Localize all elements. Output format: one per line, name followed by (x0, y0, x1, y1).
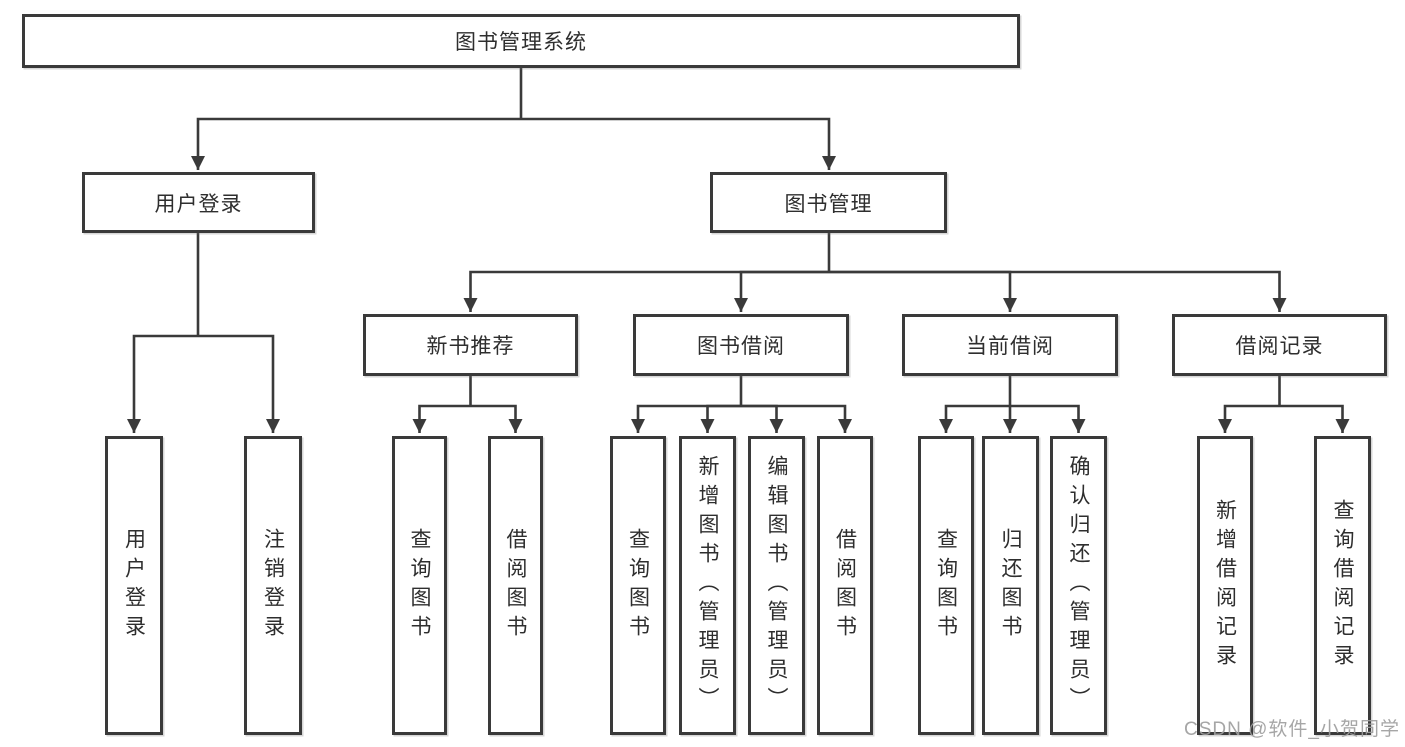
node-leaf-cb-query-book-label: 查询图书 (934, 527, 958, 644)
node-borrowing-records: 借阅记录 (1172, 314, 1387, 376)
node-leaf-br-add-record-label: 新增借阅记录 (1213, 498, 1237, 673)
connector-arrow (191, 117, 521, 170)
connector-arrow (631, 404, 741, 433)
node-leaf-bb-borrow-book: 借阅图书 (817, 436, 873, 735)
connector-arrow (463, 270, 829, 312)
connector-arrow (1010, 404, 1086, 433)
node-current-borrowing-label: 当前借阅 (966, 335, 1054, 358)
node-leaf-bb-add-book-admin-label: 新增图书（管理员） (696, 455, 719, 716)
connector-arrow (412, 404, 471, 433)
node-leaf-br-query-record: 查询借阅记录 (1314, 436, 1371, 735)
node-leaf-cb-return-book: 归还图书 (982, 436, 1039, 735)
node-leaf-bb-edit-book-admin-label: 编辑图书（管理员） (765, 455, 788, 716)
node-leaf-bb-edit-book-admin: 编辑图书（管理员） (748, 436, 805, 735)
connector-arrow (521, 117, 836, 170)
node-root-label: 图书管理系统 (455, 31, 587, 54)
node-leaf-cb-confirm-return-admin-label: 确认归还（管理员） (1067, 455, 1090, 716)
connector-arrow (470, 404, 523, 433)
node-leaf-nb-borrow-book-label: 借阅图书 (504, 527, 527, 644)
node-leaf-nb-borrow-book: 借阅图书 (488, 436, 543, 735)
connector-arrow (741, 404, 784, 433)
node-user-login: 用户登录 (82, 172, 315, 233)
connector-arrow (939, 404, 1010, 433)
node-leaf-bb-query-book-label: 查询图书 (626, 527, 650, 644)
node-leaf-user-login-label: 用户登录 (122, 527, 146, 644)
node-leaf-cb-confirm-return-admin: 确认归还（管理员） (1050, 436, 1107, 735)
node-leaf-logout-label: 注销登录 (261, 527, 285, 644)
node-book-borrowing: 图书借阅 (633, 314, 849, 376)
node-leaf-logout: 注销登录 (244, 436, 302, 735)
node-root: 图书管理系统 (22, 14, 1020, 68)
connector-arrow (1279, 404, 1350, 433)
connector-arrow (198, 334, 280, 433)
node-book-borrowing-label: 图书借阅 (697, 335, 785, 358)
node-leaf-nb-query-book-label: 查询图书 (408, 527, 431, 644)
connector-stems (196, 68, 1281, 406)
connector-arrow (1218, 404, 1280, 433)
connector-arrow (734, 270, 829, 312)
node-leaf-bb-query-book: 查询图书 (610, 436, 666, 735)
csdn-watermark: CSDN @软件_小贺同学 (1184, 719, 1400, 740)
connector-arrow (700, 404, 741, 433)
node-leaf-cb-query-book: 查询图书 (918, 436, 974, 735)
connector-arrow (127, 334, 198, 433)
connector-arrow (829, 270, 1017, 312)
node-book-management-label: 图书管理 (784, 192, 873, 216)
node-leaf-cb-return-book-label: 归还图书 (999, 527, 1022, 644)
node-leaf-user-login: 用户登录 (105, 436, 163, 735)
node-leaf-bb-borrow-book-label: 借阅图书 (833, 527, 857, 644)
node-user-login-label: 用户登录 (154, 192, 243, 216)
node-leaf-bb-add-book-admin: 新增图书（管理员） (679, 436, 736, 735)
node-current-borrowing: 当前借阅 (902, 314, 1118, 376)
node-leaf-br-add-record: 新增借阅记录 (1197, 436, 1253, 735)
node-leaf-nb-query-book: 查询图书 (392, 436, 447, 735)
node-new-book-recommend-label: 新书推荐 (426, 335, 515, 358)
node-borrowing-records-label: 借阅记录 (1235, 335, 1324, 358)
node-leaf-br-query-record-label: 查询借阅记录 (1331, 498, 1354, 673)
connector-arrow (741, 404, 852, 433)
node-new-book-recommend: 新书推荐 (363, 314, 578, 376)
node-book-management: 图书管理 (710, 172, 947, 233)
connector-arrow (829, 270, 1287, 312)
